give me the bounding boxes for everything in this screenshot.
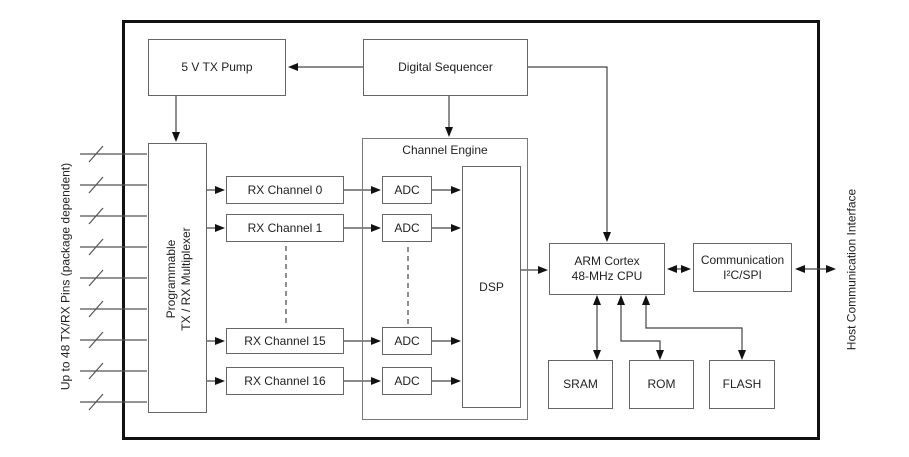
block-sram: SRAM <box>548 360 613 409</box>
host-interface-label: Host Communication Interface <box>844 188 859 351</box>
arrowheads <box>172 63 836 385</box>
block-rx-channel-15: RX Channel 15 <box>226 328 344 354</box>
block-adc-1: ADC <box>382 214 432 242</box>
dashed-links <box>285 246 409 324</box>
block-rom: ROM <box>629 360 694 409</box>
block-adc-16: ADC <box>382 367 432 395</box>
pin-lines <box>80 145 147 411</box>
left-pins-label: Up to 48 TX/RX Pins (package dependent) <box>58 162 73 391</box>
block-flash: FLASH <box>709 360 775 409</box>
block-digital-sequencer: Digital Sequencer <box>363 39 528 96</box>
block-channel-engine: Channel Engine <box>362 138 528 420</box>
block-arm-cpu: ARM Cortex 48-MHz CPU <box>549 243 665 295</box>
connectors <box>175 66 828 382</box>
block-adc-0: ADC <box>382 176 432 204</box>
block-tx-rx-multiplexer: Programmable TX / RX Multiplexer <box>148 143 207 413</box>
block-tx-pump: 5 V TX Pump <box>148 39 286 96</box>
channel-engine-title: Channel Engine <box>402 143 488 157</box>
block-rx-channel-1: RX Channel 1 <box>226 214 344 242</box>
block-dsp: DSP <box>462 166 521 408</box>
chip-boundary <box>122 20 820 440</box>
block-rx-channel-16: RX Channel 16 <box>226 367 344 395</box>
block-communication: Communication I²C/SPI <box>693 243 792 292</box>
multiplexer-label: Programmable TX / RX Multiplexer <box>164 227 193 331</box>
block-rx-channel-0: RX Channel 0 <box>226 176 344 204</box>
block-adc-15: ADC <box>382 327 432 355</box>
